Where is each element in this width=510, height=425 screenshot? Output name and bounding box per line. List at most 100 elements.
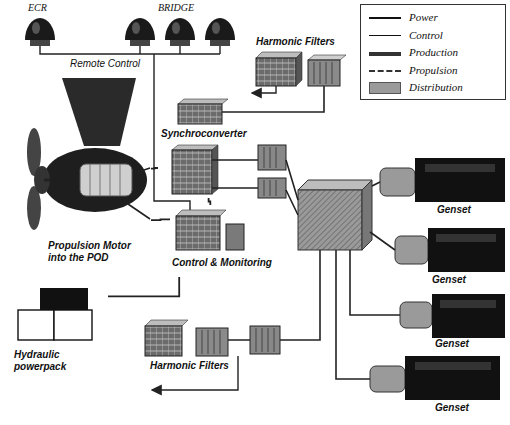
cable-line <box>209 198 211 205</box>
pod-drawing <box>80 164 132 196</box>
equipment-node: Harmonic Filters <box>250 36 352 88</box>
console-symbol <box>212 22 220 34</box>
harmonic-filter-cabinet <box>202 330 220 354</box>
console-symbol <box>170 40 190 46</box>
equipment-label: Control & Monitoring <box>172 257 272 269</box>
control-cable <box>179 46 180 54</box>
equipment-label: Genset <box>437 204 471 216</box>
transformer-symbol <box>258 145 286 170</box>
genset-drawing <box>432 294 505 338</box>
console-symbol <box>30 40 50 46</box>
genset-drawing <box>440 300 496 308</box>
switchboard <box>362 180 372 250</box>
console-symbol <box>132 22 140 34</box>
caption-label: BRIDGE <box>158 2 194 14</box>
converter-cabinet <box>172 150 212 194</box>
legend-line-sample <box>369 70 401 72</box>
power-cable <box>372 182 380 186</box>
genset-drawing <box>400 302 432 328</box>
pod-drawing <box>27 78 150 230</box>
equipment-label: Hydraulic powerpack <box>14 349 84 373</box>
harmonic-filter-cabinet <box>196 328 228 356</box>
equipment-label: Genset <box>435 402 469 414</box>
legend-line-sample <box>369 52 401 56</box>
harmonic-filter-cabinet <box>256 52 302 58</box>
converter-cabinet <box>178 99 228 104</box>
converter-cabinet <box>226 224 244 250</box>
genset-drawing <box>428 228 505 272</box>
equipment-node: Harmonic Filters <box>140 318 240 384</box>
hydraulic-powerpack-drawing <box>40 288 88 310</box>
genset-drawing <box>380 168 415 196</box>
harmonic-filter-cabinet <box>308 55 346 60</box>
cable-line <box>151 167 158 169</box>
legend-text: Power <box>409 11 438 24</box>
converter-cabinet <box>172 99 244 250</box>
legend-swatch <box>369 82 401 94</box>
hydraulic-powerpack-drawing <box>18 310 54 340</box>
pod-drawing <box>90 164 120 196</box>
harmonic-filter-cabinet <box>145 320 188 326</box>
console-symbol <box>32 22 40 34</box>
control-cable <box>219 46 220 54</box>
equipment-node: Genset <box>375 158 507 220</box>
harmonic-filter-cabinet <box>308 60 340 86</box>
genset-drawing <box>395 236 428 264</box>
caption-label: ECR <box>28 2 47 14</box>
console-symbol <box>172 22 180 34</box>
legend-line-sample <box>369 17 401 19</box>
equipment-node: Synchroconverter <box>158 98 250 198</box>
equipment-node: Genset <box>395 294 507 354</box>
console-symbol <box>165 18 195 40</box>
power-cable <box>350 250 400 315</box>
console-symbol <box>130 40 150 46</box>
pod-drawing <box>44 179 50 182</box>
hydraulic-powerpack-drawing <box>54 310 92 340</box>
pod-drawing <box>34 166 50 194</box>
console-symbol <box>125 18 155 40</box>
equipment-label: Harmonic Filters <box>256 36 335 48</box>
transformer-symbol <box>250 326 280 354</box>
legend-text: Propulsion <box>409 64 458 77</box>
transformer-symbol <box>264 180 276 196</box>
genset-drawing <box>405 356 500 400</box>
equipment-node: Control & Monitoring <box>170 205 285 277</box>
power-cable <box>222 86 324 112</box>
equipment-label: Synchroconverter <box>161 128 247 140</box>
control-cable <box>40 46 220 54</box>
harmonic-filter-cabinet <box>145 326 182 356</box>
legend-text: Distribution <box>409 81 463 94</box>
harmonic-current-arrow <box>152 86 276 390</box>
equipment-label: Harmonic Filters <box>150 360 229 372</box>
switchboard <box>298 190 362 250</box>
equipment-node: Propulsion Motor into the POD <box>8 75 151 266</box>
switchboard <box>298 180 372 190</box>
power-cable <box>370 232 395 250</box>
legend-text: Control <box>409 29 443 42</box>
harmonic-filter-cabinet <box>256 58 296 86</box>
equipment-label: Genset <box>435 338 469 350</box>
transformer-symbol <box>264 147 276 168</box>
console-symbol <box>25 18 235 46</box>
harmonic-current-arrow <box>252 86 276 93</box>
hydraulic-powerpack-drawing <box>18 288 92 340</box>
genset-drawing <box>425 164 495 172</box>
transformer-symbol <box>258 178 286 198</box>
equipment-node: Genset <box>365 356 505 418</box>
equipment-node: Genset <box>390 228 507 290</box>
transformer-symbol <box>256 328 274 352</box>
converter-cabinet <box>172 145 218 150</box>
equipment-label: Genset <box>432 274 466 286</box>
power-cable <box>212 160 298 200</box>
converter-cabinet <box>176 216 220 250</box>
caption-label: Remote Control <box>70 58 140 70</box>
legend-text: Production <box>409 46 458 59</box>
genset-drawing <box>370 366 405 392</box>
pod-drawing <box>128 168 150 219</box>
genset-drawing <box>415 362 491 370</box>
equipment-label: Propulsion Motor into the POD <box>48 240 148 264</box>
harmonic-filter-cabinet <box>314 62 332 84</box>
power-cable <box>336 250 370 379</box>
legend-line-sample <box>369 35 401 36</box>
